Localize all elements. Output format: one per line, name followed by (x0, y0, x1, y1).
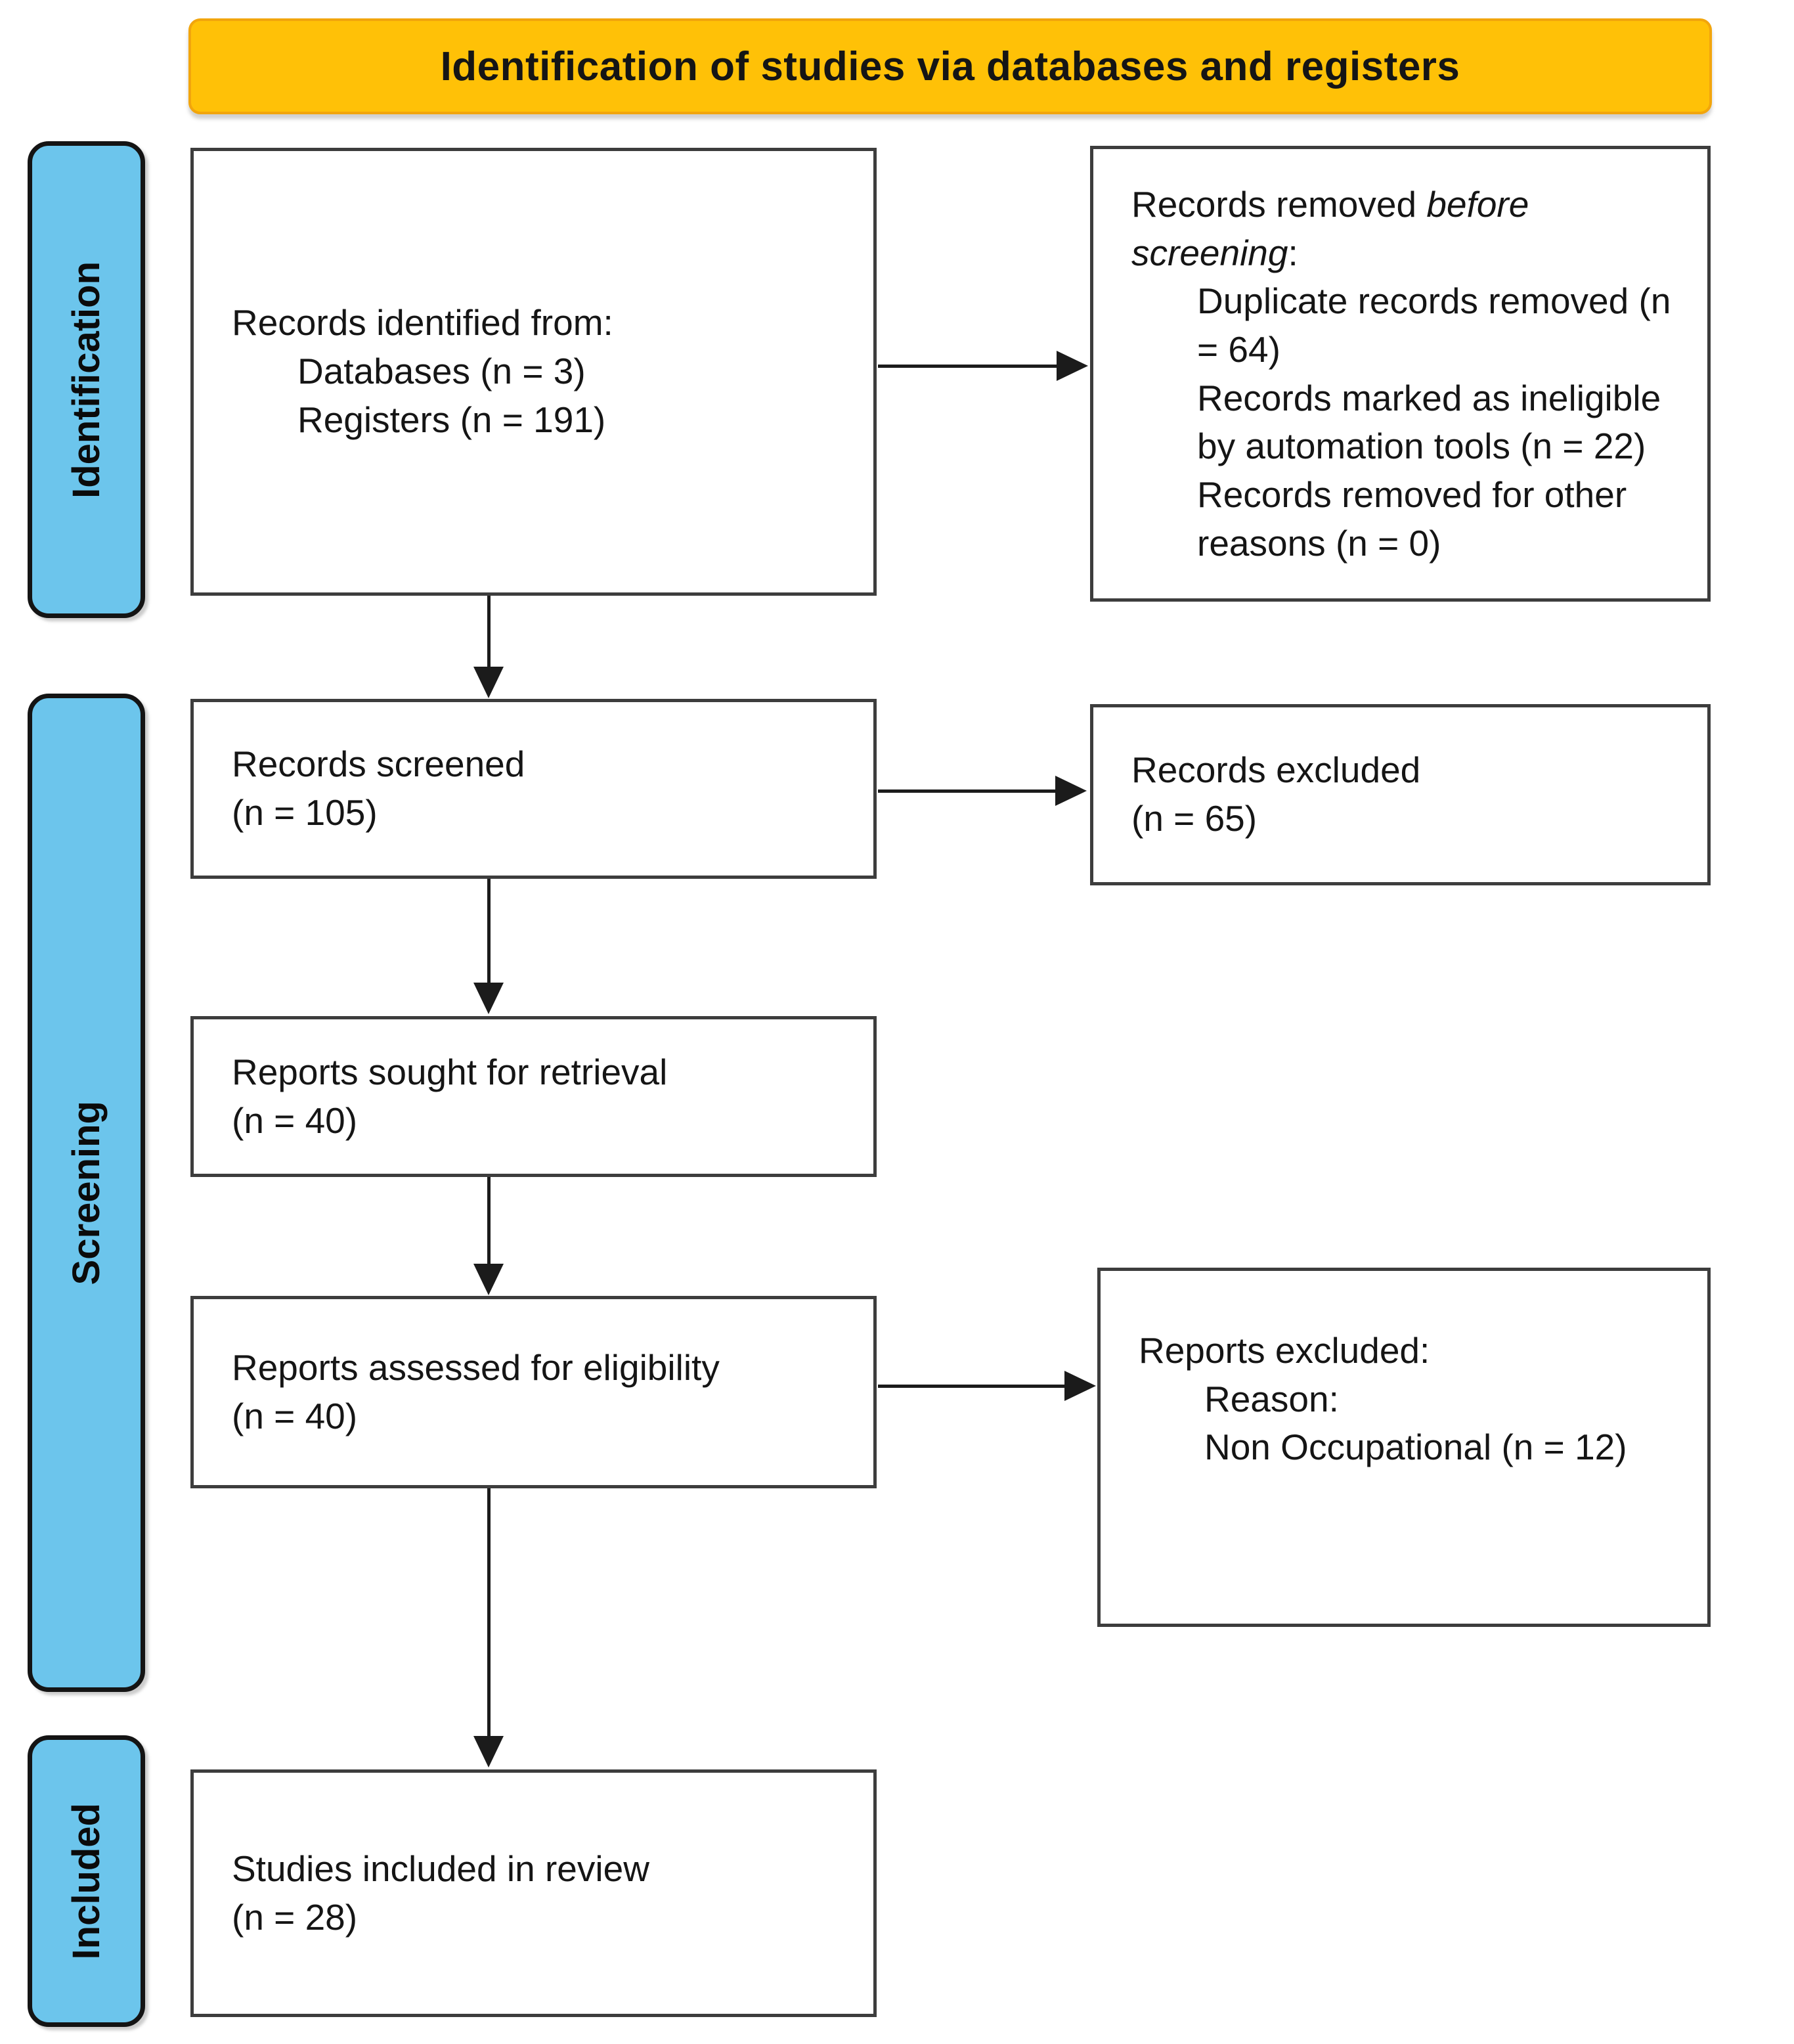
stage-bar-screening: Screening (28, 694, 145, 1692)
box-text-line: Records screened (232, 744, 525, 785)
stage-label-included: Included (65, 1802, 108, 1960)
arrow-identified-to-screened-line (487, 596, 491, 667)
box-text-line: Reports excluded: (1139, 1330, 1430, 1371)
box-text-line: (n = 40) (232, 1100, 358, 1141)
box-text-line: Databases (n = 3) (297, 351, 586, 392)
box-text-line: Registers (n = 191) (297, 399, 606, 440)
arrow-identified-to-removed-line (878, 365, 1057, 368)
arrow-down-icon (473, 983, 504, 1014)
arrow-right-icon (1055, 776, 1087, 806)
box-text-line: Reports sought for retrieval (232, 1051, 668, 1092)
box-text-line: Studies included in review (232, 1848, 649, 1889)
box-records-identified: Records identified from: Databases (n = 3… (190, 148, 877, 596)
arrow-assessed-to-included-line (487, 1488, 491, 1736)
box-text-line: Records marked as ineligible by automati… (1197, 377, 1661, 467)
stage-bar-identification: Identification (28, 141, 145, 618)
box-studies-included-in-review: Studies included in review (n = 28) (190, 1769, 877, 2017)
banner-title: Identification of studies via databases … (188, 18, 1712, 114)
box-records-excluded: Records excluded (n = 65) (1090, 704, 1711, 885)
box-text-line: Non Occupational (n = 12) (1204, 1427, 1627, 1468)
box-text-line: Records removed for other reasons (n = 0… (1197, 474, 1627, 564)
arrow-sought-to-assessed-line (487, 1177, 491, 1264)
arrow-assessed-to-excluded-line (878, 1385, 1064, 1388)
box-text-line: Reports assessed for eligibility (232, 1346, 720, 1388)
arrow-down-icon (473, 1736, 504, 1767)
box-reports-sought-for-retrieval: Reports sought for retrieval (n = 40) (190, 1016, 877, 1177)
box-text-line: (n = 65) (1131, 798, 1258, 839)
arrow-right-icon (1057, 351, 1088, 381)
box-text-line: (n = 105) (232, 792, 378, 833)
arrow-screened-to-excluded-line (878, 789, 1055, 793)
box-records-screened: Records screened (n = 105) (190, 699, 877, 879)
box-text-line: (n = 40) (232, 1395, 358, 1436)
stage-label-identification: Identification (65, 261, 108, 499)
box-text-line: Records identified from: (232, 302, 613, 344)
arrow-down-icon (473, 667, 504, 698)
box-text-line: Records excluded (1131, 749, 1421, 791)
box-reports-excluded: Reports excluded: Reason: Non Occupational… (1097, 1268, 1711, 1627)
stage-bar-included: Included (28, 1735, 145, 2027)
box-reports-assessed-for-eligibility: Reports assessed for eligibility (n = 40) (190, 1296, 877, 1488)
box-records-removed-before-screening: Records removed before screening:Duplica… (1090, 146, 1711, 602)
arrow-screened-to-sought-line (487, 879, 491, 983)
stage-label-screening: Screening (65, 1100, 108, 1285)
box-text-line: Duplicate records removed (n = 64) (1197, 280, 1671, 370)
box-text-line: Reason: (1204, 1378, 1339, 1419)
box-text-line: Records removed before screening: (1131, 184, 1529, 273)
arrow-down-icon (473, 1264, 504, 1295)
box-text-line: (n = 28) (232, 1896, 358, 1938)
arrow-right-icon (1064, 1371, 1096, 1401)
